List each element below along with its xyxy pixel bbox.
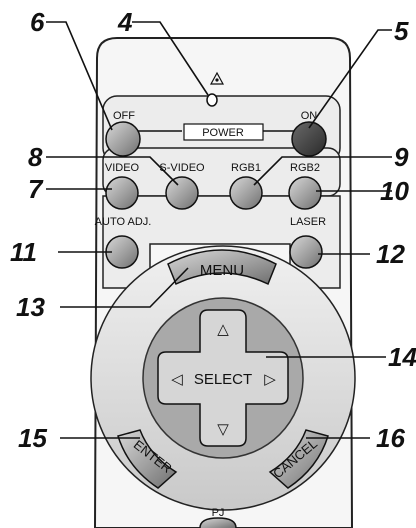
callout-6: 6: [30, 7, 45, 37]
laser-warning-icon: [209, 71, 225, 85]
off-label: OFF: [113, 110, 135, 122]
callout-4: 4: [117, 7, 133, 37]
rgb2-button[interactable]: [288, 176, 322, 210]
rgb1-label: RGB1: [231, 162, 261, 174]
on-label: ON: [301, 110, 318, 122]
callout-5: 5: [394, 16, 409, 46]
lower-panel: [102, 195, 341, 289]
leader-5: [308, 29, 392, 129]
callout-13: 13: [16, 292, 45, 322]
right-arrow-icon[interactable]: ▷: [264, 371, 276, 388]
leader-8: [46, 156, 179, 186]
callout-9: 9: [394, 142, 409, 172]
laser-button[interactable]: [289, 235, 323, 269]
up-arrow-icon[interactable]: △: [217, 321, 229, 338]
s-video-label: S-VIDEO: [159, 162, 205, 174]
leader-4: [132, 21, 209, 96]
callout-16: 16: [376, 423, 405, 453]
auto-adj-label: AUTO ADJ.: [95, 216, 152, 228]
callout-12: 12: [376, 239, 405, 269]
video-button[interactable]: [105, 176, 139, 210]
video-label: VIDEO: [105, 162, 140, 174]
down-arrow-icon[interactable]: ▽: [217, 421, 229, 438]
callout-7: 7: [28, 174, 44, 204]
select-pad[interactable]: [157, 309, 289, 447]
left-arrow-icon[interactable]: ◁: [171, 371, 183, 388]
laser-label: LASER: [290, 216, 326, 228]
pj-button[interactable]: [199, 517, 237, 528]
callout-15: 15: [18, 423, 47, 453]
callout-14: 14: [388, 342, 416, 372]
rgb2-label: RGB2: [290, 162, 320, 174]
laser-indicator-led: [206, 93, 218, 107]
power-label-box: [183, 123, 264, 141]
pj-label: PJ: [212, 507, 225, 519]
callout-10: 10: [380, 176, 409, 206]
s-video-button[interactable]: [165, 176, 199, 210]
leader-6: [46, 21, 113, 131]
on-button[interactable]: [291, 121, 327, 157]
menu-button[interactable]: MENU: [167, 249, 277, 286]
power-label: POWER: [202, 127, 244, 139]
callout-8: 8: [28, 142, 43, 172]
leader-9: [253, 156, 392, 186]
leader-13: [60, 267, 189, 308]
menu-label: MENU: [200, 262, 244, 279]
select-label: SELECT: [194, 371, 252, 388]
callout-11: 11: [10, 237, 37, 267]
off-button[interactable]: [105, 121, 141, 157]
